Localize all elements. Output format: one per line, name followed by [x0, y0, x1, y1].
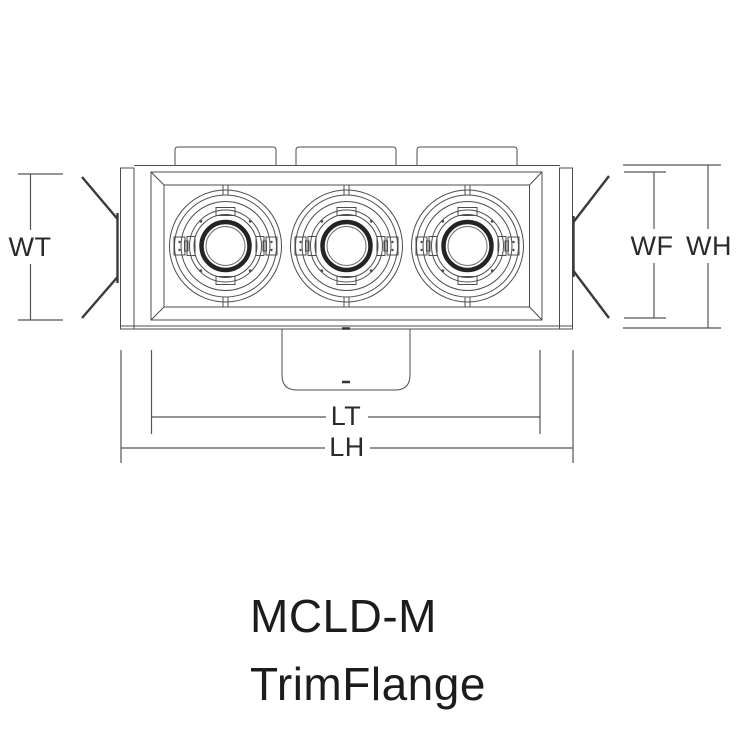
- top-connector-boxes: [174, 146, 518, 166]
- lh-label: LH: [329, 432, 365, 462]
- light-module-3: [412, 185, 524, 307]
- wt-label: WT: [9, 232, 52, 262]
- dimension-wt: WT: [9, 173, 63, 321]
- dimension-wh: WH: [623, 164, 732, 329]
- lt-label: LT: [331, 401, 362, 431]
- dimension-lt: LT: [150, 350, 541, 434]
- connector-box-1: [174, 146, 277, 166]
- spring-clip-left: [81, 176, 119, 319]
- dimension-lh: LH: [120, 350, 574, 463]
- wh-label: WH: [686, 231, 732, 261]
- driver-box: [281, 327, 411, 391]
- trim-flange-frame: [150, 171, 543, 321]
- mounting-bracket-left: [120, 167, 135, 330]
- flange-outer-rect: [150, 171, 543, 321]
- driver-box-outline: [281, 329, 411, 391]
- dimension-wf: WF: [624, 171, 674, 319]
- flange-inner-rect: [163, 184, 530, 308]
- connector-box-2: [295, 146, 397, 166]
- product-title-line2: TrimFlange: [250, 658, 486, 710]
- flange-corner-bevels: [150, 171, 543, 321]
- product-title: MCLD-M TrimFlange: [250, 582, 486, 718]
- product-title-line1: MCLD-M: [250, 590, 437, 642]
- wf-label: WF: [631, 231, 674, 261]
- spring-clip-left-arm-upper: [81, 176, 119, 220]
- light-module-2: [291, 185, 403, 307]
- light-module-1: [170, 185, 282, 307]
- connector-box-3: [416, 146, 518, 166]
- spring-clip-right-arm-upper: [572, 175, 610, 223]
- spring-clip-right-arm-lower: [572, 270, 610, 319]
- mounting-bracket-right: [559, 167, 573, 330]
- spring-clip-left-arm-lower: [81, 276, 119, 319]
- spring-clip-right: [572, 175, 610, 319]
